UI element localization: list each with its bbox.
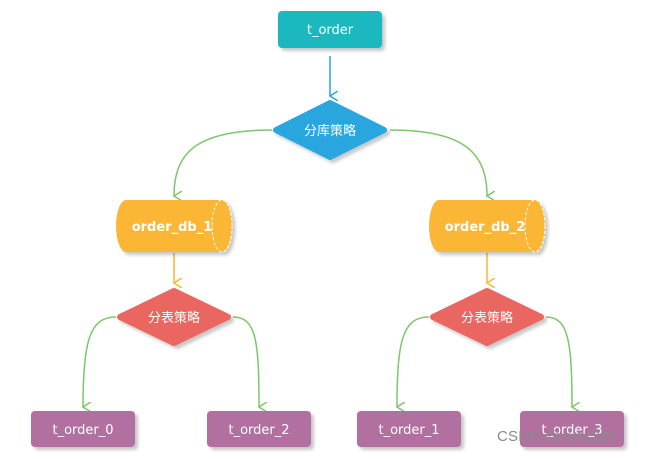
node-table-strategy-2: [430, 288, 544, 346]
node-leaf-3: [520, 411, 624, 447]
node-db-2-label: order_db_2: [445, 220, 526, 235]
node-leaf-0: [31, 411, 135, 447]
node-table-strategy-1: [117, 288, 231, 346]
edge-db-strategy-to-db1: [174, 129, 273, 196]
node-leaf-3-label: t_order_3: [541, 423, 602, 438]
edge-db-strategy-to-db2: [389, 129, 487, 196]
node-root: [278, 11, 382, 48]
node-leaf-1: [357, 411, 461, 447]
node-db-strategy: [273, 100, 387, 160]
node-db-2: [429, 199, 546, 253]
edge-table-strategy1-to-leaf2: [232, 316, 259, 407]
edge-table-strategy2-to-leaf1: [397, 316, 430, 407]
node-db-strategy-label: 分库策略: [304, 123, 356, 139]
node-leaf-1-label: t_order_1: [378, 423, 439, 438]
node-leaf-2: [207, 411, 311, 447]
node-table-strategy-2-label: 分表策略: [461, 310, 513, 326]
watermark: CSDN @xyc1211: [497, 428, 617, 445]
node-root-label: t_order: [307, 23, 354, 38]
node-db-1: [116, 199, 233, 253]
edge-table-strategy1-to-leaf0: [83, 316, 117, 407]
node-db-1-label: order_db_1: [132, 220, 213, 235]
edge-table-strategy2-to-leaf3: [545, 316, 572, 407]
node-table-strategy-1-label: 分表策略: [148, 310, 200, 326]
node-leaf-0-label: t_order_0: [52, 423, 113, 438]
node-leaf-2-label: t_order_2: [228, 423, 289, 438]
